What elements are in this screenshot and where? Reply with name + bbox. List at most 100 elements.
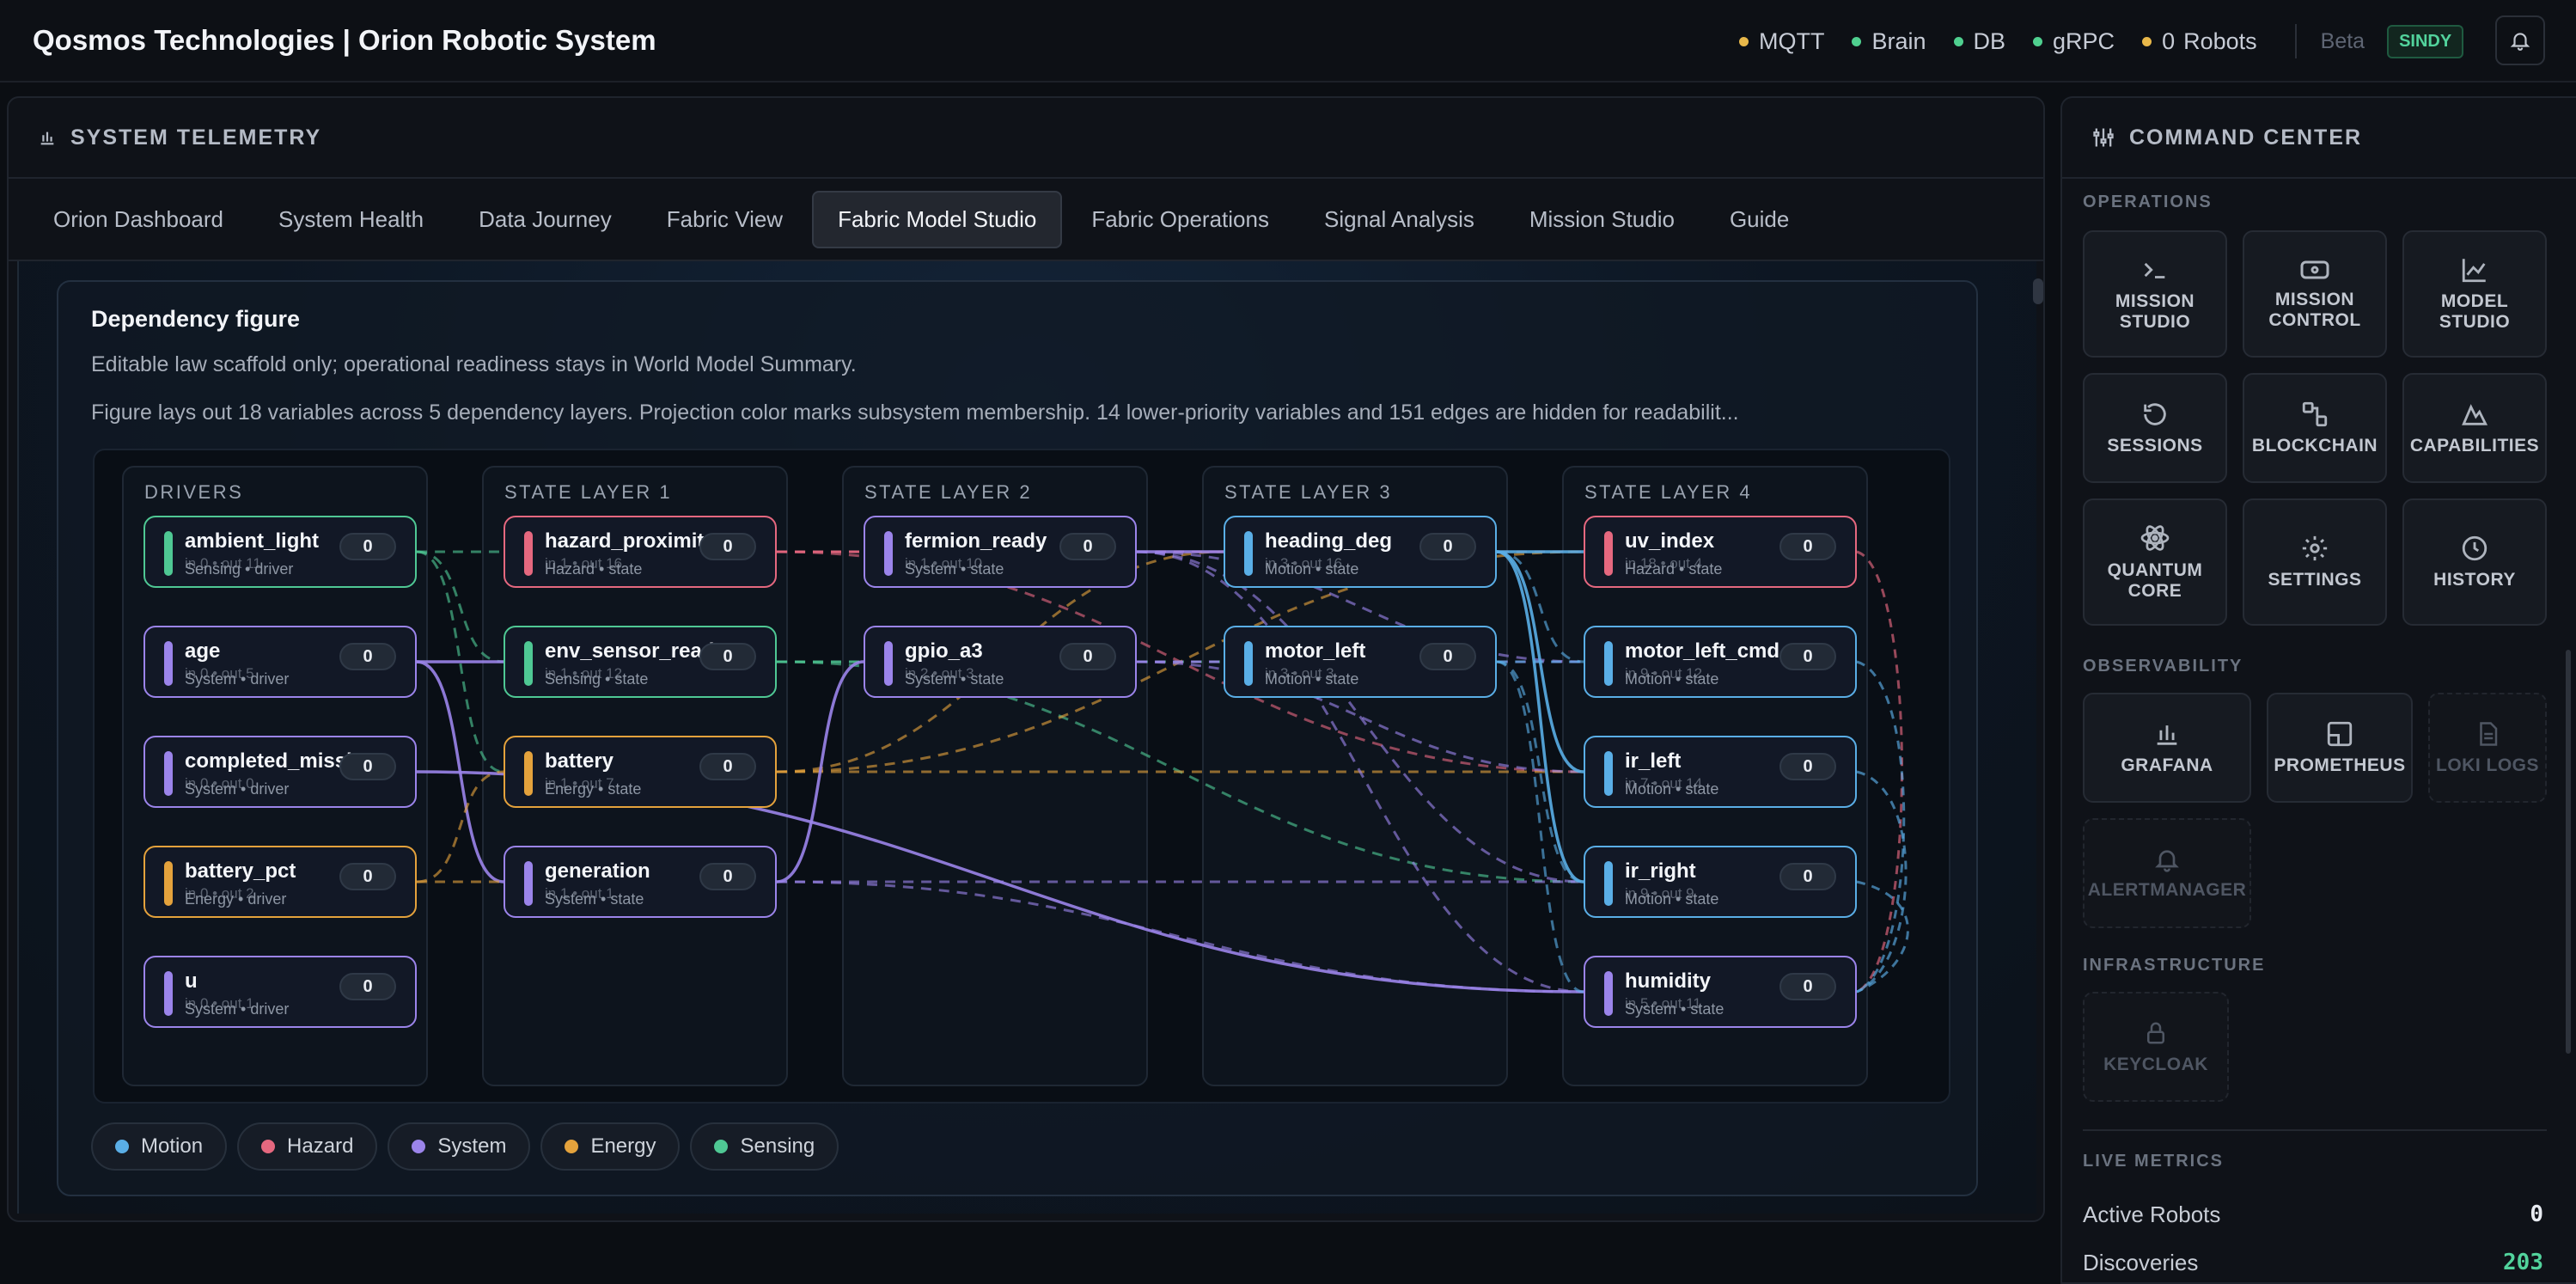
- quantum-core-button[interactable]: QUANTUM CORE: [2083, 498, 2227, 626]
- graph-node-motor-left-cmd[interactable]: in 9 • out 12Motion • statemotor_left_cm…: [1584, 626, 1857, 698]
- node-color-bar: [164, 751, 173, 796]
- settings-button[interactable]: SETTINGS: [2243, 498, 2387, 626]
- legend-energy[interactable]: Energy: [540, 1122, 680, 1171]
- node-name: fermion_ready: [905, 529, 1047, 553]
- node-name: u: [185, 969, 198, 994]
- graph-node-ir-right[interactable]: in 9 • out 9Motion • stateir_right0: [1584, 846, 1857, 918]
- tile-label: SETTINGS: [2268, 570, 2361, 590]
- graph-node-battery[interactable]: in 1 • out 7Energy • statebattery0: [504, 736, 777, 808]
- terminal-icon: [2140, 255, 2170, 284]
- node-value-badge: 0: [699, 533, 756, 560]
- node-name: age: [185, 639, 220, 663]
- node-name: generation: [545, 859, 650, 884]
- node-color-bar: [884, 641, 893, 686]
- node-color-bar: [1244, 641, 1253, 686]
- graph-node-battery-pct[interactable]: in 0 • out 2Energy • driverbattery_pct0: [143, 846, 417, 918]
- section-operations: OPERATIONS: [2083, 193, 2213, 212]
- node-meta: Energy • state: [545, 780, 641, 798]
- node-color-bar: [164, 641, 173, 686]
- node-color-bar: [1604, 751, 1613, 796]
- graph-node-completed-missions[interactable]: in 0 • out 0System • drivercompleted_mis…: [143, 736, 417, 808]
- bar-chart-icon: [2152, 719, 2182, 749]
- node-value-badge: 0: [339, 973, 396, 1000]
- graph-node-heading-deg[interactable]: in 3 • out 16Motion • stateheading_deg0: [1224, 516, 1497, 588]
- graph-node-uv-index[interactable]: in 18 • out 4Hazard • stateuv_index0: [1584, 516, 1857, 588]
- graph-node-motor-left[interactable]: in 3 • out 3Motion • statemotor_left0: [1224, 626, 1497, 698]
- grafana-button[interactable]: GRAFANA: [2083, 693, 2251, 803]
- node-name: battery: [545, 749, 613, 773]
- node-value-badge: 0: [339, 533, 396, 560]
- graph-node-hazard-proximity-m[interactable]: in 1 • out 16Hazard • statehazard_proxim…: [504, 516, 777, 588]
- clock-icon: [2460, 534, 2489, 563]
- history-button[interactable]: HISTORY: [2402, 498, 2547, 626]
- dependency-edge: [417, 552, 504, 662]
- node-color-bar: [1604, 641, 1613, 686]
- legend-sensing[interactable]: Sensing: [690, 1122, 839, 1171]
- dependency-edge: [417, 772, 504, 882]
- mission-control-button[interactable]: MISSION CONTROL: [2243, 230, 2387, 358]
- node-meta: Motion • state: [1625, 670, 1718, 688]
- graph-node-env-sensor-ready[interactable]: in 1 • out 12Sensing • stateenv_sensor_r…: [504, 626, 777, 698]
- node-color-bar: [164, 861, 173, 906]
- metric-label: Active Robots: [2083, 1201, 2220, 1228]
- graph-node-generation[interactable]: in 1 • out 1System • stategeneration0: [504, 846, 777, 918]
- graph-node-ambient-light[interactable]: in 0 • out 11Sensing • driverambient_lig…: [143, 516, 417, 588]
- node-meta: System • driver: [185, 670, 289, 688]
- node-name: env_sensor_ready: [545, 639, 726, 663]
- mountain-icon: [2460, 400, 2489, 429]
- node-color-bar: [164, 971, 173, 1016]
- graph-node-fermion-ready[interactable]: in 1 • out 10System • statefermion_ready…: [864, 516, 1137, 588]
- legend-label: Motion: [141, 1134, 203, 1159]
- graph-node-gpio-a3[interactable]: in 2 • out 3System • stategpio_a30: [864, 626, 1137, 698]
- bell-icon: [2153, 846, 2181, 873]
- node-meta: System • driver: [185, 1000, 289, 1018]
- lock-icon: [2143, 1018, 2169, 1048]
- capabilities-button[interactable]: CAPABILITIES: [2402, 373, 2547, 483]
- dependency-edge: [777, 882, 1584, 992]
- blockchain-button[interactable]: BLOCKCHAIN: [2243, 373, 2387, 483]
- graph-node-age[interactable]: in 0 • out 5System • driverage0: [143, 626, 417, 698]
- metric-label: Discoveries: [2083, 1250, 2198, 1276]
- command-center-scrollbar[interactable]: [2566, 650, 2571, 1054]
- keycloak-button[interactable]: KEYCLOAK: [2083, 992, 2229, 1102]
- node-name: gpio_a3: [905, 639, 983, 663]
- subsystem-legend: Motion Hazard System Energy Sensing: [91, 1122, 849, 1171]
- node-name: humidity: [1625, 969, 1711, 994]
- legend-system[interactable]: System: [388, 1122, 530, 1171]
- node-meta: Sensing • driver: [185, 560, 293, 578]
- section-observability: OBSERVABILITY: [2083, 657, 2243, 676]
- node-meta: System • state: [905, 560, 1004, 578]
- alertmanager-button[interactable]: ALERTMANAGER: [2083, 818, 2251, 928]
- node-meta: Hazard • state: [545, 560, 642, 578]
- node-name: motor_left: [1265, 639, 1365, 663]
- node-meta: Motion • state: [1265, 670, 1358, 688]
- sessions-button[interactable]: SESSIONS: [2083, 373, 2227, 483]
- mission-studio-button[interactable]: MISSION STUDIO: [2083, 230, 2227, 358]
- node-meta: System • state: [905, 670, 1004, 688]
- legend-hazard[interactable]: Hazard: [237, 1122, 377, 1171]
- node-value-badge: 0: [699, 753, 756, 780]
- node-color-bar: [1604, 861, 1613, 906]
- loki-logs-button[interactable]: LOKI LOGS: [2428, 693, 2547, 803]
- dependency-edge: [1857, 662, 1904, 992]
- model-studio-button[interactable]: MODEL STUDIO: [2402, 230, 2547, 358]
- node-name: ambient_light: [185, 529, 319, 553]
- dependency-edge: [1137, 552, 1584, 882]
- legend-motion[interactable]: Motion: [91, 1122, 227, 1171]
- node-value-badge: 0: [1779, 533, 1836, 560]
- panel-icon: [2325, 719, 2354, 749]
- node-meta: System • state: [545, 890, 644, 908]
- legend-dot: [412, 1140, 425, 1153]
- tile-label: LOKI LOGS: [2436, 755, 2539, 776]
- node-value-badge: 0: [1779, 863, 1836, 890]
- node-meta: Sensing • state: [545, 670, 648, 688]
- live-metrics-label: LIVE METRICS: [2083, 1152, 2224, 1171]
- prometheus-button[interactable]: PROMETHEUS: [2267, 693, 2413, 803]
- graph-node-ir-left[interactable]: in 7 • out 14Motion • stateir_left0: [1584, 736, 1857, 808]
- command-center-title: COMMAND CENTER: [2129, 125, 2362, 150]
- graph-node-u[interactable]: in 0 • out 1System • driveru0: [143, 956, 417, 1028]
- tile-label: MISSION STUDIO: [2115, 291, 2194, 333]
- graph-node-humidity[interactable]: in 5 • out 11System • statehumidity0: [1584, 956, 1857, 1028]
- command-center-panel: COMMAND CENTER OPERATIONS MISSION STUDIO…: [2060, 96, 2576, 1284]
- metric-discoveries: Discoveries 203: [2083, 1250, 2543, 1276]
